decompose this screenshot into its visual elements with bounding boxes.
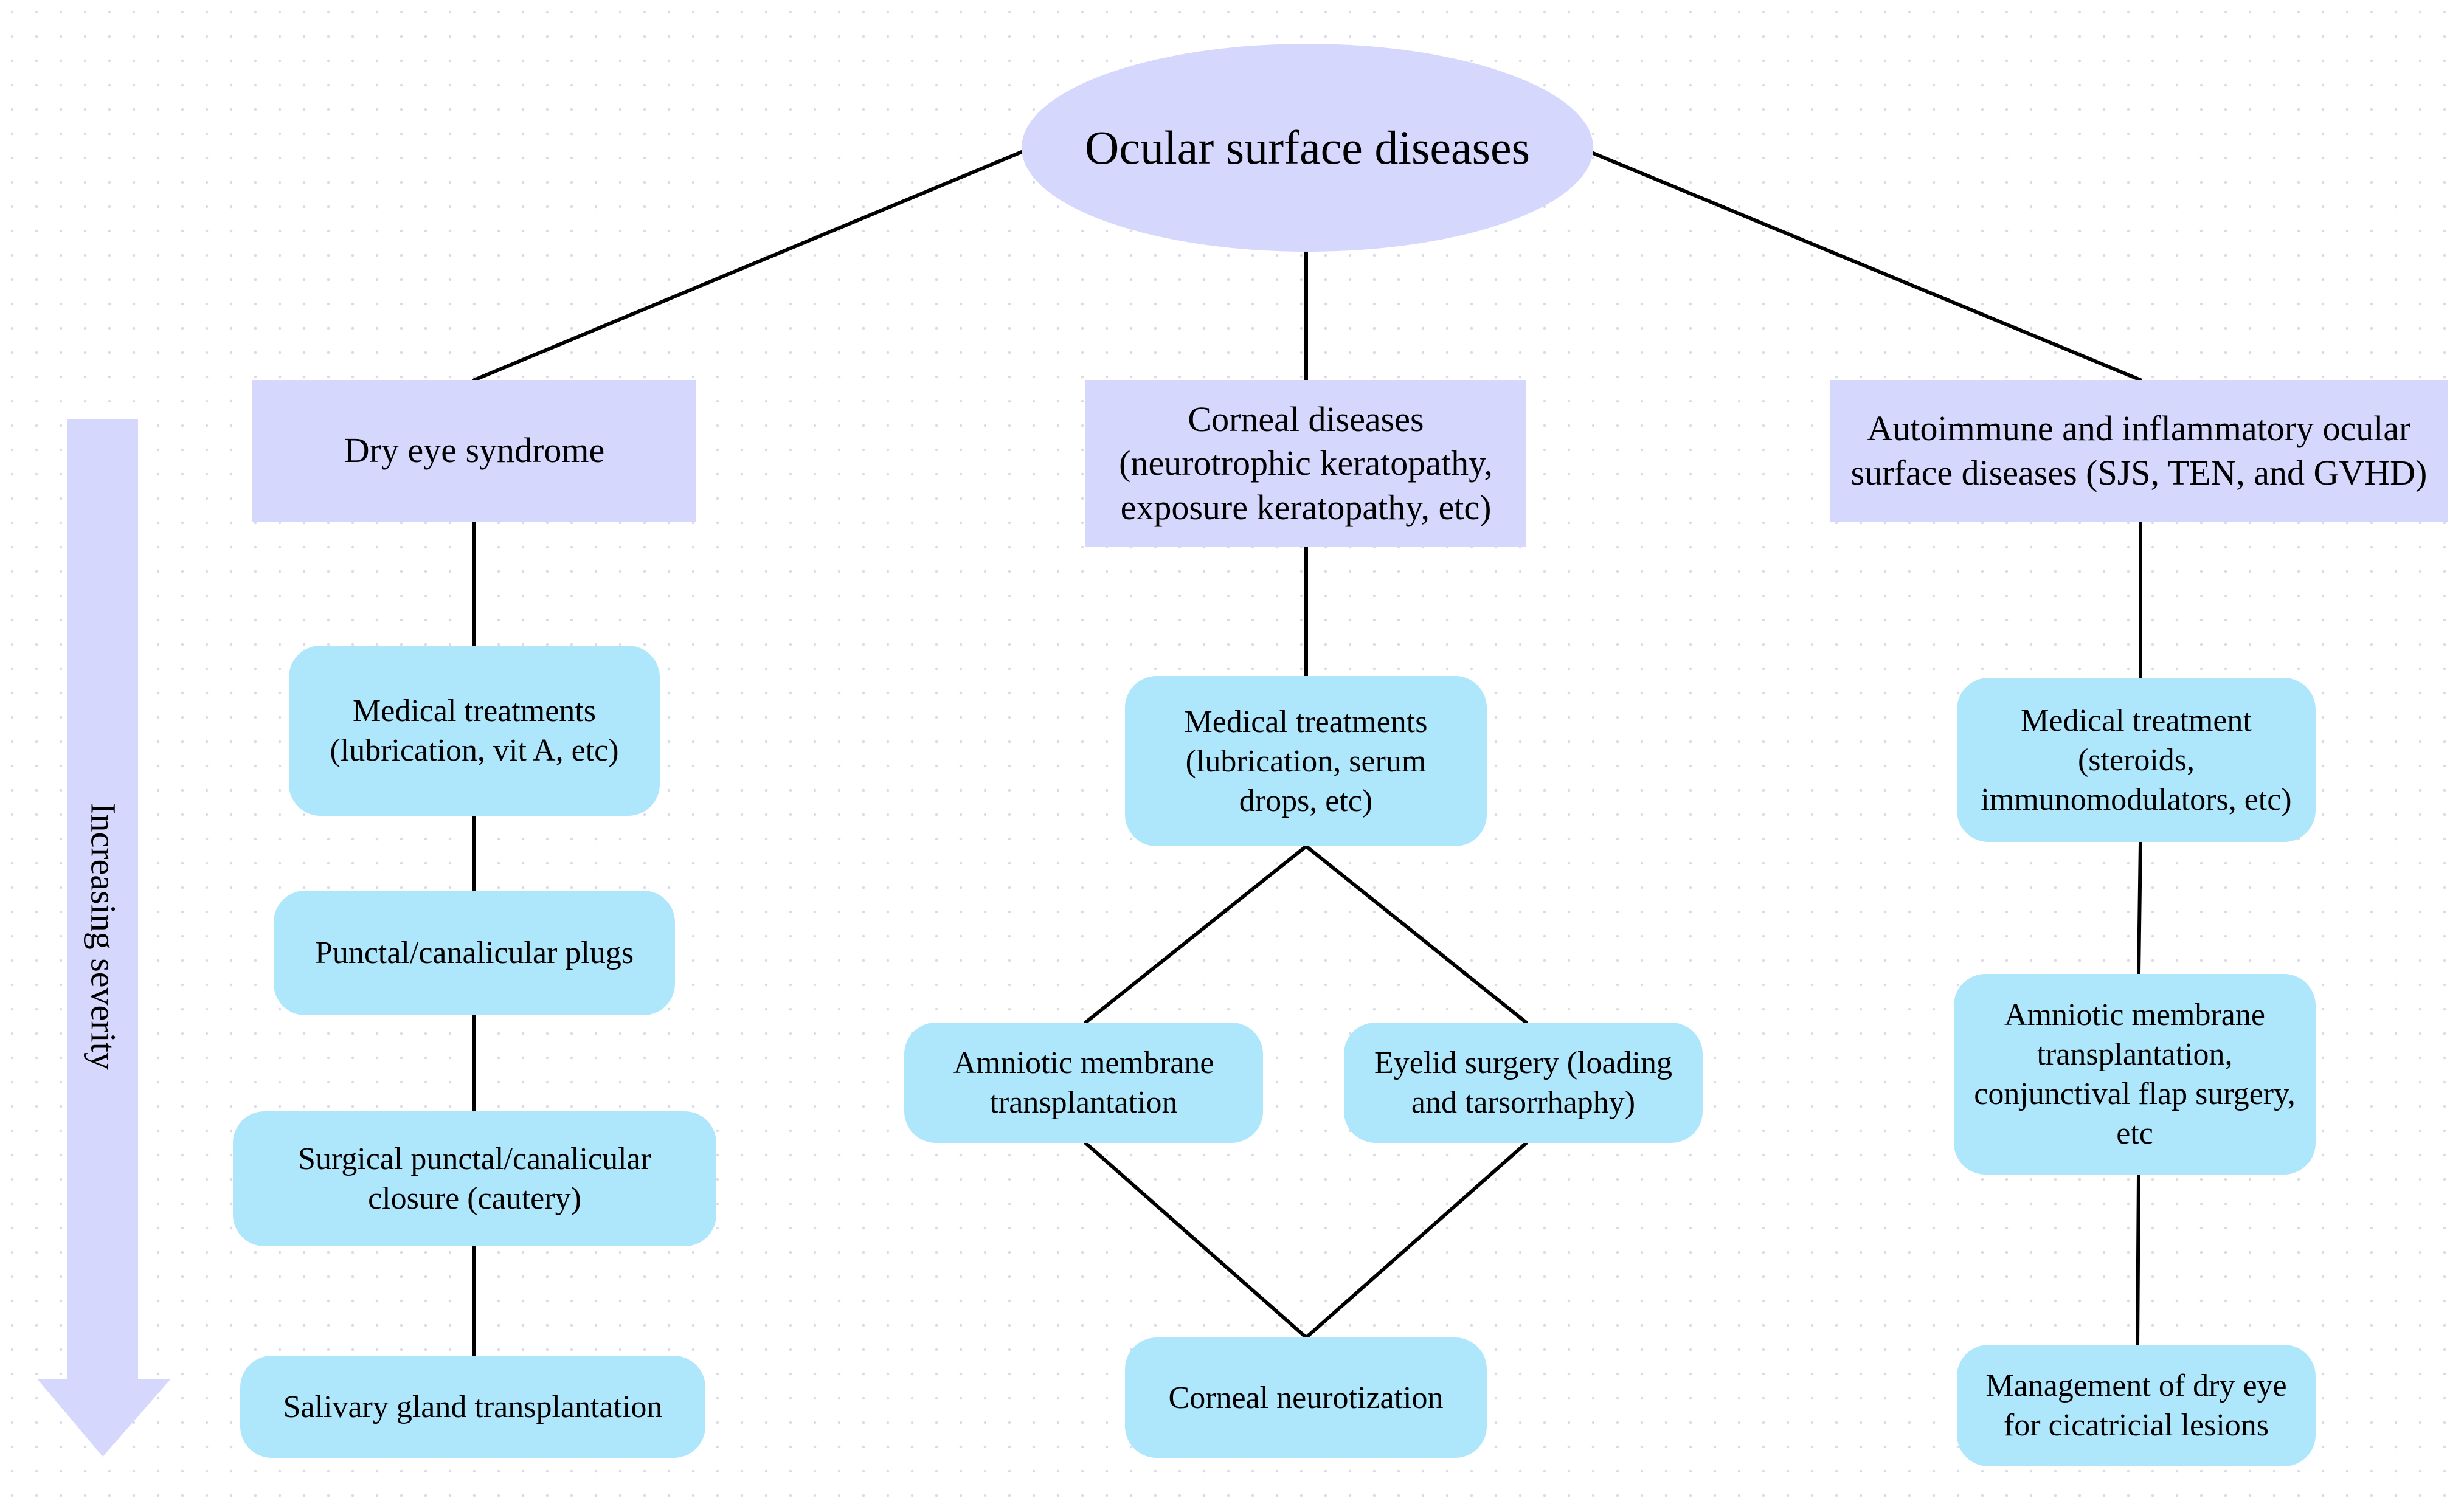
severity-label: Increasing severity bbox=[83, 802, 123, 1070]
category-label: Dry eye syndrome bbox=[344, 430, 605, 471]
category-label: Autoimmune and inflammatory ocular surfa… bbox=[1850, 409, 2428, 492]
treatment-label: Amniotic membrane transplantation bbox=[953, 1046, 1214, 1120]
treatment-corneal-neurotization: Corneal neurotization bbox=[1125, 1337, 1487, 1458]
edge-root-autoimmune bbox=[1588, 150, 2142, 382]
treatment-autoimmune-medical: Medical treatment (steroids, immunomodul… bbox=[1957, 678, 2316, 842]
treatment-corneal-medical: Medical treatments (lubrication, serum d… bbox=[1125, 676, 1487, 846]
treatment-label: Punctal/canalicular plugs bbox=[314, 936, 634, 970]
category-label: Corneal diseases (neurotrophic keratopat… bbox=[1119, 399, 1493, 527]
category-dry-eye: Dry eye syndrome bbox=[252, 380, 696, 522]
treatment-punctal-closure: Surgical punctal/canalicular closure (ca… bbox=[233, 1111, 716, 1246]
root-label: Ocular surface diseases bbox=[1085, 121, 1530, 174]
edge-eyelid-neurotization bbox=[1304, 1141, 1528, 1339]
treatment-label: Medical treatment (steroids, immunomodul… bbox=[1981, 703, 2292, 817]
treatment-dry-eye-management: Management of dry eye for cicatricial le… bbox=[1957, 1345, 2316, 1466]
treatment-label: Surgical punctal/canalicular closure (ca… bbox=[298, 1142, 651, 1216]
treatment-punctal-plugs: Punctal/canalicular plugs bbox=[274, 891, 675, 1015]
treatment-dry-eye-medical: Medical treatments (lubrication, vit A, … bbox=[289, 646, 660, 816]
treatment-label: Salivary gland transplantation bbox=[283, 1389, 663, 1424]
treatment-salivary-gland: Salivary gland transplantation bbox=[240, 1356, 705, 1458]
edge-corneal-amt bbox=[1084, 844, 1308, 1024]
edge-autoimmune-3 bbox=[2136, 1173, 2140, 1347]
edge-amt-neurotization bbox=[1084, 1141, 1308, 1339]
treatment-label: Management of dry eye for cicatricial le… bbox=[1985, 1368, 2287, 1443]
edge-corneal-eyelid bbox=[1304, 844, 1528, 1024]
treatment-label: Medical treatments (lubrication, vit A, … bbox=[330, 694, 619, 768]
edge-autoimmune-2 bbox=[2137, 840, 2142, 976]
treatment-label: Medical treatments (lubrication, serum d… bbox=[1184, 704, 1428, 818]
category-corneal: Corneal diseases (neurotrophic keratopat… bbox=[1085, 380, 1526, 547]
treatment-amniotic-membrane: Amniotic membrane transplantation bbox=[904, 1023, 1263, 1143]
treatment-label: Eyelid surgery (loading and tarsorrhaphy… bbox=[1374, 1046, 1673, 1120]
treatment-label: Amniotic membrane transplantation, conju… bbox=[1974, 998, 2296, 1151]
treatment-eyelid-surgery: Eyelid surgery (loading and tarsorrhaphy… bbox=[1344, 1023, 1703, 1143]
root-node: Ocular surface diseases bbox=[1022, 44, 1593, 252]
treatment-amniotic-conjunctival: Amniotic membrane transplantation, conju… bbox=[1954, 974, 2316, 1175]
edge-root-dry-eye bbox=[472, 150, 1023, 382]
arrow-down-icon bbox=[37, 419, 171, 1457]
severity-arrow bbox=[37, 419, 171, 1457]
category-autoimmune: Autoimmune and inflammatory ocular surfa… bbox=[1830, 380, 2448, 522]
treatment-label: Corneal neurotization bbox=[1168, 1380, 1444, 1415]
